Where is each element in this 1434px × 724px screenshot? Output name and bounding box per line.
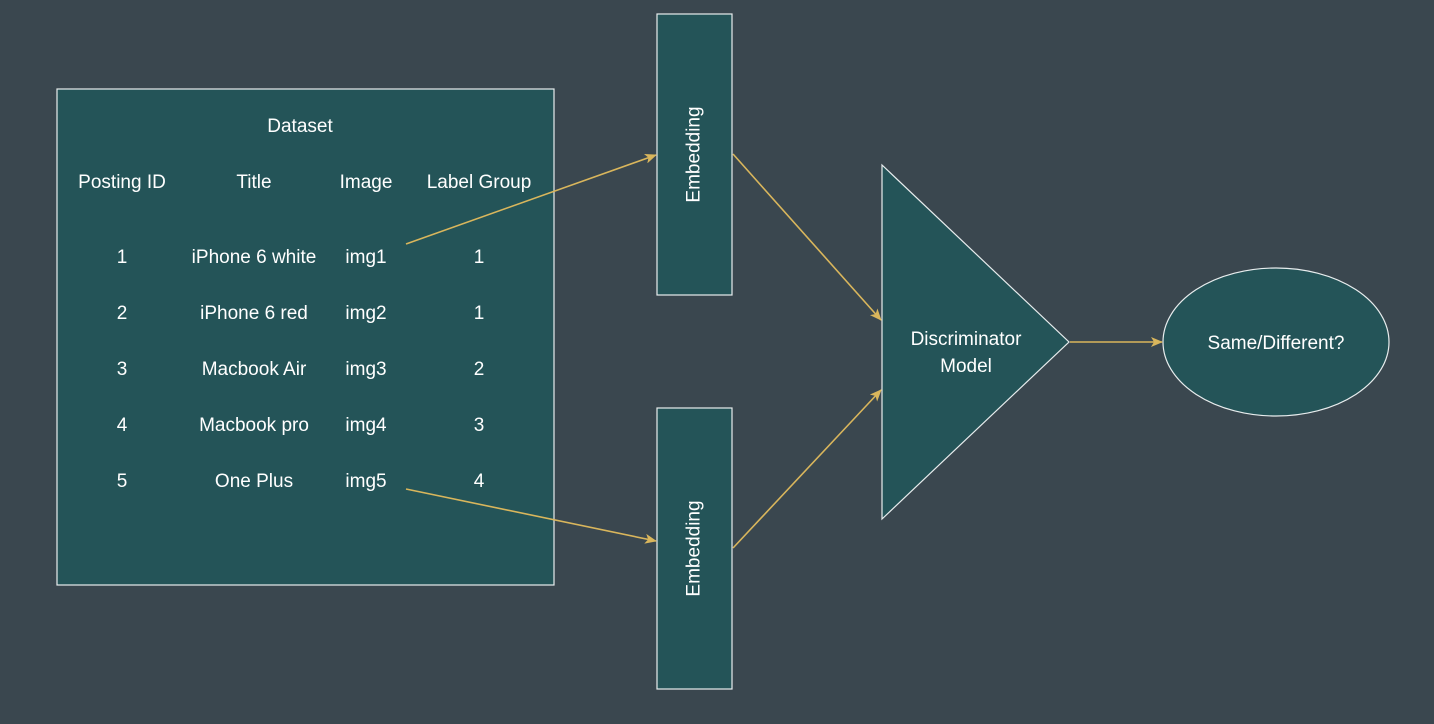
arrow-img1-to-embedding-top <box>405 153 657 245</box>
cell-image: img1 <box>345 247 386 268</box>
cell-label-group: 3 <box>474 415 485 436</box>
cell-title: Macbook pro <box>199 415 309 436</box>
discriminator-label-line2: Model <box>940 356 992 377</box>
cell-label-group: 1 <box>474 247 485 268</box>
output-label: Same/Different? <box>1208 333 1345 354</box>
cell-image: img3 <box>345 359 386 380</box>
cell-title: iPhone 6 white <box>192 247 317 268</box>
discriminator-label-line1: Discriminator <box>911 329 1023 350</box>
cell-posting-id: 5 <box>117 471 128 492</box>
cell-title: Macbook Air <box>202 359 307 380</box>
output-node: Same/Different? <box>1162 267 1390 417</box>
arrow-embedding-top-to-discriminator <box>732 153 882 321</box>
cell-image: img2 <box>345 303 386 324</box>
table-row: 3 Macbook Air img3 2 <box>117 359 485 380</box>
embedding-top-box <box>656 13 733 296</box>
table-row: 1 iPhone 6 white img1 1 <box>117 247 485 268</box>
embedding-bottom-box <box>656 407 733 690</box>
cell-posting-id: 1 <box>117 247 128 268</box>
dataset-box-frame <box>56 88 555 586</box>
cell-posting-id: 2 <box>117 303 128 324</box>
arrow-img5-to-embedding-bottom <box>405 488 657 544</box>
arrow-embedding-bottom-to-discriminator <box>732 389 882 549</box>
dataset-title: Dataset <box>267 116 333 137</box>
cell-label-group: 4 <box>474 471 485 492</box>
discriminator-node: Discriminator Model <box>881 163 1070 521</box>
discriminator-triangle <box>881 163 1070 521</box>
column-header-posting-id: Posting ID <box>78 172 166 193</box>
column-header-title: Title <box>236 172 271 193</box>
embedding-bottom-label: Embedding <box>684 500 705 596</box>
dataset-box: Dataset Posting ID Title Image Label Gro… <box>56 88 555 586</box>
cell-posting-id: 4 <box>117 415 128 436</box>
dataset-header-row: Posting ID Title Image Label Group <box>78 172 531 193</box>
embedding-top-label: Embedding <box>684 106 705 202</box>
cell-label-group: 2 <box>474 359 485 380</box>
table-row: 2 iPhone 6 red img2 1 <box>117 303 485 324</box>
column-header-image: Image <box>340 172 393 193</box>
cell-image: img5 <box>345 471 386 492</box>
cell-posting-id: 3 <box>117 359 128 380</box>
embedding-bottom-node: Embedding <box>656 407 733 690</box>
arrows <box>405 153 1163 549</box>
cell-label-group: 1 <box>474 303 485 324</box>
column-header-label-group: Label Group <box>427 172 532 193</box>
embedding-top-node: Embedding <box>656 13 733 296</box>
cell-title: One Plus <box>215 471 293 492</box>
table-row: 5 One Plus img5 4 <box>117 471 485 492</box>
cell-image: img4 <box>345 415 387 436</box>
table-row: 4 Macbook pro img4 3 <box>117 415 485 436</box>
output-ellipse <box>1162 267 1390 417</box>
cell-title: iPhone 6 red <box>200 303 308 324</box>
